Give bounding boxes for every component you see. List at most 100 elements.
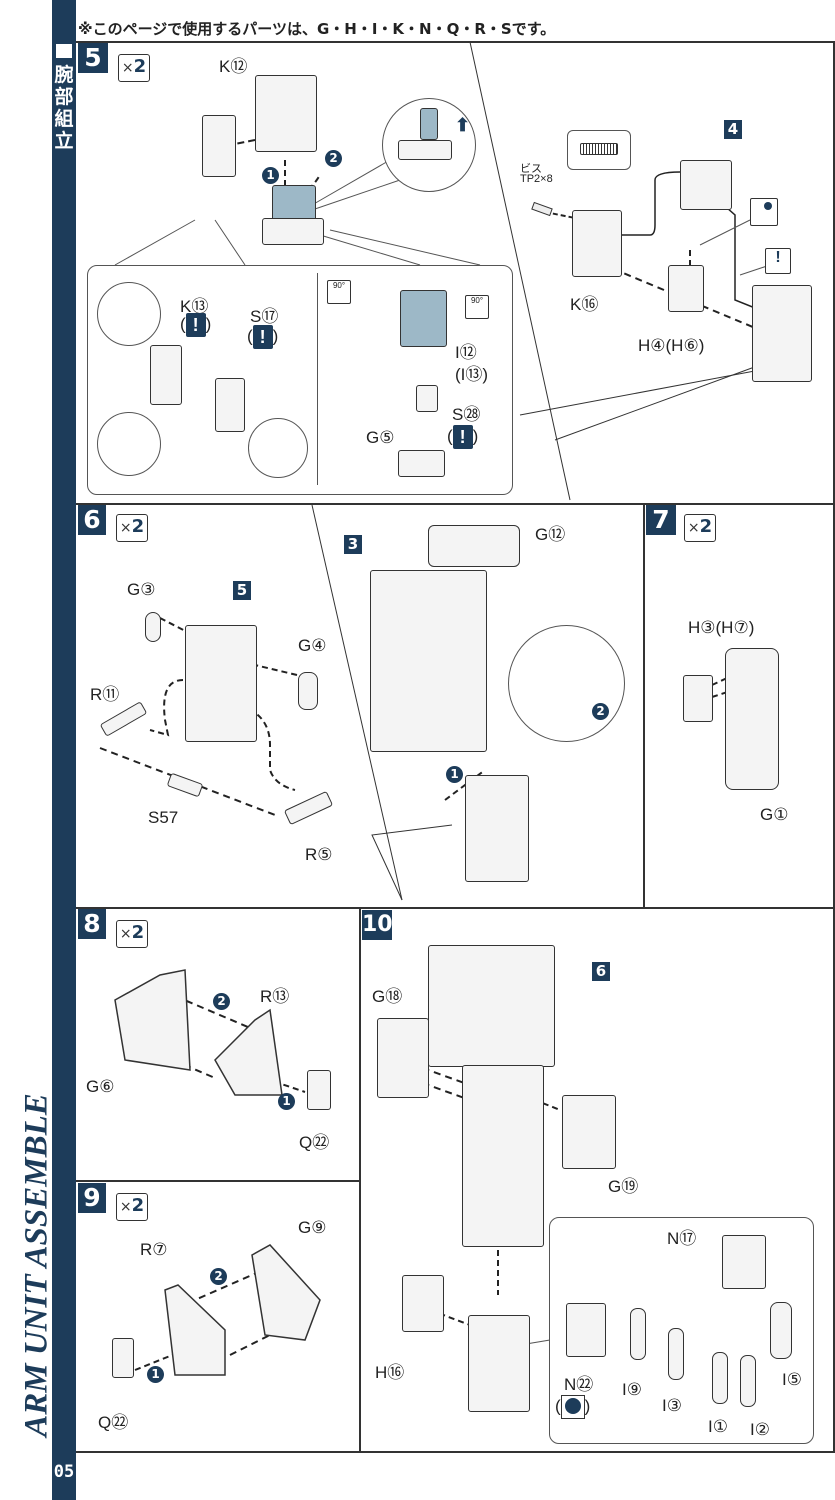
part-sub4 (680, 160, 732, 210)
paren: ( (447, 426, 453, 446)
step-number-badge: 5 (78, 43, 108, 73)
part-assembly-result (752, 285, 812, 382)
rotate-label: 90° (470, 296, 484, 305)
qty-value: 2 (133, 56, 147, 77)
part-h16 (402, 1275, 444, 1332)
part-q22 (112, 1338, 134, 1378)
part-label-r5: R⑤ (305, 845, 333, 864)
polycap-dot (564, 1398, 581, 1414)
paren: ( (180, 314, 186, 334)
part-label-h16: H⑯ (375, 1363, 405, 1382)
part-g12 (428, 525, 520, 567)
part-label-r7: R⑦ (140, 1240, 168, 1259)
part-label-k12: K⑫ (219, 57, 248, 76)
detail-callout (508, 625, 625, 742)
divider (643, 503, 645, 907)
divider (359, 907, 361, 1452)
part-n22 (566, 1303, 606, 1357)
sidebar-title-jp-text: 腕部組立 (54, 64, 74, 152)
part-label-i13: (I⑬) (455, 365, 489, 384)
part-sub3 (370, 570, 487, 752)
order-marker-2: 2 (210, 1268, 227, 1285)
paren: ) (584, 1396, 591, 1416)
part-g1 (725, 648, 779, 790)
part-s17 (215, 378, 245, 432)
part-k16 (572, 210, 622, 277)
paren: ) (272, 326, 279, 346)
part-label-n17: N⑰ (667, 1229, 697, 1248)
part-label-g4: G④ (298, 636, 327, 655)
part-g18 (377, 1018, 429, 1098)
qty-prefix: × (119, 926, 132, 942)
part-label-r11: R⑪ (90, 685, 120, 704)
subassembly-ref-3: 3 (344, 535, 362, 554)
part-g5 (398, 450, 445, 477)
polycap-icon (750, 198, 778, 226)
part-label-s28: S㉘ (452, 405, 481, 424)
part-hand (468, 1315, 530, 1412)
qty-value: 2 (699, 516, 713, 537)
screw-name: ビス (520, 163, 542, 175)
order-marker-1: 1 (147, 1366, 164, 1383)
subassembly-ref-5: 5 (233, 581, 251, 600)
part-g5-base (262, 218, 324, 245)
order-marker-1: 1 (446, 766, 463, 783)
quantity-badge: ×2 (116, 920, 148, 948)
part-label-g3: G③ (127, 580, 156, 599)
part-h4 (668, 265, 704, 312)
divider (76, 1180, 360, 1182)
rotate-90-icon: 90° (327, 280, 351, 304)
part-k13 (150, 345, 182, 405)
part-g19 (562, 1095, 616, 1169)
divider (76, 41, 835, 43)
rotate-90-icon: 90° (465, 295, 489, 319)
part-q22 (307, 1070, 331, 1110)
caution-icon: ! (452, 425, 473, 449)
order-marker-1: 1 (278, 1093, 295, 1110)
polycap-dot (764, 202, 772, 210)
part-label-s57: S57 (148, 808, 179, 827)
part-label-r13: R⑬ (260, 987, 290, 1006)
part-label-g5: G⑤ (366, 428, 395, 447)
part-sub5 (185, 625, 257, 742)
detail-callout-bottom (97, 412, 161, 476)
screw-spec: TP2×8 (520, 173, 553, 185)
part-label-g6: G⑥ (86, 1077, 115, 1096)
detail-callout-top (97, 282, 161, 346)
k13-warning: (!) (180, 313, 211, 337)
quantity-badge: ×2 (116, 1193, 148, 1221)
part-label-i3: I③ (662, 1396, 682, 1415)
part-i1 (712, 1352, 728, 1404)
part-i5 (770, 1302, 792, 1359)
qty-prefix: × (121, 60, 134, 76)
part-k13-frame (202, 115, 236, 177)
cut-warning-icon: ! (765, 248, 791, 274)
rotate-label: 90° (332, 281, 346, 290)
n22-note: () (555, 1395, 590, 1419)
part-i3 (668, 1328, 684, 1380)
qty-prefix: × (119, 1199, 132, 1215)
part-label-i12: I⑫ (455, 343, 477, 362)
divider (76, 907, 835, 909)
qty-value: 2 (131, 922, 145, 943)
paren: ) (472, 426, 479, 446)
part-n17 (722, 1235, 766, 1289)
part-k12 (255, 75, 317, 152)
paren: ) (205, 314, 212, 334)
part-label-k16: K⑯ (570, 295, 599, 314)
part-label-q22: Q㉒ (98, 1413, 129, 1432)
square-bullet-icon (56, 44, 72, 58)
qty-value: 2 (131, 1195, 145, 1216)
part-h3 (683, 675, 713, 722)
step-number-badge: 9 (78, 1183, 106, 1213)
paren: ( (247, 326, 253, 346)
part-label-g19: G⑲ (608, 1177, 639, 1196)
part-label-h3-h7: H③(H⑦) (688, 618, 755, 637)
part-label-s17: S⑰ (250, 307, 279, 326)
step-number-badge: 8 (78, 909, 106, 939)
sidebar-band (52, 0, 76, 1500)
order-marker-2: 2 (213, 993, 230, 1010)
part-sub5-result (465, 775, 529, 882)
